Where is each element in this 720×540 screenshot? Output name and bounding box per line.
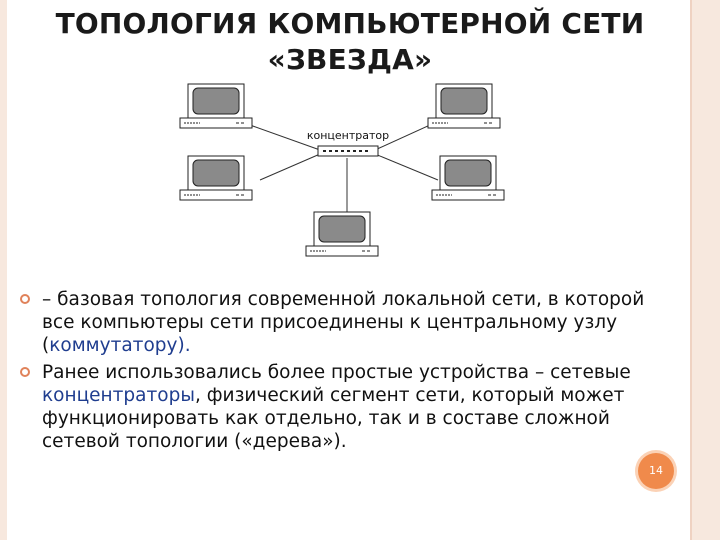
bullet-item-2: Ранее использовались более простые устро… <box>20 361 670 453</box>
computer-mid-right-icon <box>432 156 504 200</box>
computer-top-left-icon <box>180 84 252 128</box>
right-frame-border <box>692 0 720 540</box>
computer-bottom-icon <box>306 212 378 256</box>
bullet-1-link[interactable]: коммутатору). <box>49 335 190 356</box>
slide-title: ТОПОЛОГИЯ КОМПЬЮТЕРНОЙ СЕТИ «ЗВЕЗДА» <box>10 6 690 78</box>
bullet-marker-icon <box>20 294 30 304</box>
page-number-badge: 14 <box>638 453 674 489</box>
title-line-1: ТОПОЛОГИЯ КОМПЬЮТЕРНОЙ СЕТИ <box>10 6 690 42</box>
cable-mid-right <box>375 154 438 180</box>
bullet-item-1: – базовая топология современной локально… <box>20 288 670 357</box>
computer-top-right-icon <box>428 84 500 128</box>
computer-mid-left-icon <box>180 156 252 200</box>
bullet-2-link[interactable]: концентраторы <box>42 385 195 406</box>
bullet-list: – базовая топология современной локально… <box>20 288 670 457</box>
left-frame-border <box>0 0 7 540</box>
bullet-marker-icon <box>20 367 30 377</box>
star-topology-diagram: концентратор <box>170 80 530 260</box>
hub-label: концентратор <box>307 129 389 142</box>
title-line-2: «ЗВЕЗДА» <box>10 42 690 78</box>
bullet-2-text: Ранее использовались более простые устро… <box>42 362 631 383</box>
hub-device <box>318 146 378 156</box>
cable-mid-left <box>260 154 320 180</box>
